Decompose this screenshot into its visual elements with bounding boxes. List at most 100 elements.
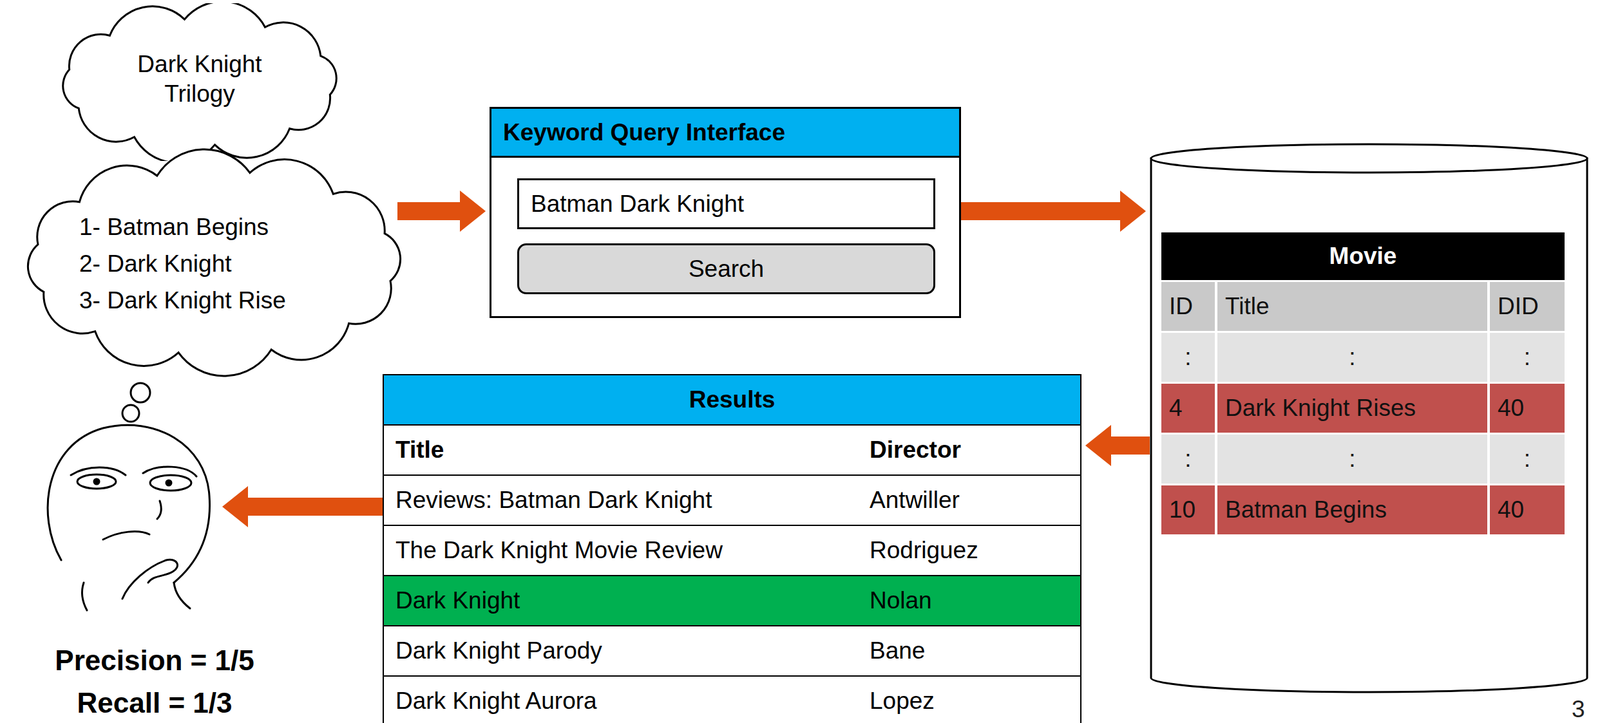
- flow-arrow: [397, 190, 486, 232]
- table-cell: Nolan: [857, 576, 1081, 626]
- flow-arrow: [222, 486, 383, 528]
- table-header: Results: [383, 375, 1081, 425]
- cell-text: 40: [1497, 394, 1524, 422]
- table-row: Reviews: Batman Dark Knight Antwiller: [383, 474, 1081, 525]
- list-item: 3- Dark Knight Rise: [79, 287, 286, 314]
- cell-text: :: [1348, 445, 1356, 473]
- cell-text: Rodriguez: [869, 537, 979, 565]
- thought-cloud: 1- Batman Begins 2- Dark Knight 3- Dark Kn…: [5, 148, 424, 378]
- table-header: Movie: [1161, 232, 1565, 281]
- list-line: 1- Batman Begins: [79, 208, 376, 246]
- table-cell: Dark Knight: [383, 576, 858, 626]
- cell-text: Nolan: [869, 587, 933, 615]
- cell-text: ID: [1169, 293, 1193, 321]
- search-button: Search: [517, 243, 936, 295]
- table-cell: The Dark Knight Movie Review: [383, 526, 858, 576]
- cloud-text: Dark Knight Trilogy: [109, 49, 290, 109]
- table-cell: Lopez: [857, 676, 1081, 723]
- cell-text: Director: [869, 436, 962, 464]
- table-row: Title Director: [383, 424, 1081, 475]
- table-cell: 10: [1161, 485, 1215, 535]
- table-row: The Dark Knight Movie Review Rodriguez: [383, 524, 1081, 576]
- cell-text: :: [1184, 343, 1191, 372]
- panel-title: Keyword Query Interface: [503, 119, 786, 147]
- table-cell: Batman Begins: [1217, 485, 1488, 535]
- table-cell: :: [1489, 333, 1565, 382]
- query-interface: Keyword Query InterfaceBatman Dark Knigh…: [489, 106, 962, 319]
- input-text: Batman Dark Knight: [530, 190, 744, 218]
- table-cell: :: [1217, 333, 1488, 382]
- cell-text: :: [1523, 445, 1531, 473]
- table-cell: Rodriguez: [857, 526, 1081, 576]
- table-cell: Antwiller: [857, 476, 1081, 525]
- cell-text: 40: [1497, 496, 1524, 524]
- cell-text: Title: [1225, 293, 1270, 321]
- cell-text: DID: [1497, 293, 1539, 321]
- list-line: 2- Dark Knight: [79, 245, 376, 283]
- thought-cloud: Dark Knight Trilogy: [45, 3, 355, 162]
- thought-bubble: [130, 383, 151, 403]
- page-number-box: 3: [1571, 696, 1586, 723]
- table-cell: :: [1217, 434, 1488, 484]
- table-cell: Dark Knight Parody: [383, 626, 858, 676]
- flow-arrow: [1085, 425, 1150, 467]
- metrics: Precision = 1/5Recall = 1/3: [12, 639, 297, 723]
- table-cell: 40: [1489, 383, 1565, 433]
- cell-text: :: [1523, 343, 1531, 372]
- cloud-text: 1- Batman Begins 2- Dark Knight 3- Dark Kn…: [79, 208, 376, 319]
- table-row: Dark Knight Aurora Lopez: [383, 675, 1081, 723]
- metric-line: Precision = 1/5: [12, 639, 297, 683]
- list-item: 1- Batman Begins: [79, 213, 269, 241]
- cylinder-body: [1151, 158, 1588, 693]
- cell-text: :: [1184, 445, 1191, 473]
- table-cell: Title: [383, 425, 858, 475]
- thought-bubble: [122, 405, 140, 422]
- cell-text: Reviews: Batman Dark Knight: [395, 486, 712, 515]
- cell-text: Bane: [869, 637, 925, 665]
- table-cell: 40: [1489, 485, 1565, 535]
- cell-text: Lopez: [869, 687, 935, 715]
- results-table: ResultsTitle DirectorReviews: Batman Dark…: [382, 374, 1082, 723]
- cell-text: Dark Knight: [395, 587, 520, 615]
- table-cell: Reviews: Batman Dark Knight: [383, 476, 858, 525]
- table-row: Dark Knight Nolan: [383, 575, 1081, 626]
- list-item: 2- Dark Knight: [79, 250, 232, 277]
- table-cell: :: [1161, 434, 1215, 484]
- cell-text: Batman Begins: [1225, 496, 1387, 524]
- cell-text: Title: [395, 436, 444, 464]
- list-line: 3- Dark Knight Rise: [79, 282, 376, 319]
- table-cell: :: [1161, 333, 1215, 382]
- table-title: Results: [689, 386, 776, 414]
- table-cell: DID: [1489, 282, 1565, 332]
- database: MovieIDTitleDID:::4Dark Knight Rises40::…: [1149, 142, 1589, 694]
- cell-text: Dark Knight Aurora: [395, 687, 598, 715]
- search-input: Batman Dark Knight: [517, 178, 936, 230]
- cloud-label: Dark Knight Trilogy: [137, 50, 262, 107]
- metric-value: Precision = 1/5: [54, 644, 254, 677]
- table-cell: Dark Knight Aurora: [383, 676, 858, 723]
- table-row: Dark Knight Parody Bane: [383, 625, 1081, 676]
- cell-text: Dark Knight Parody: [395, 637, 603, 665]
- button-text: Search: [688, 255, 764, 283]
- user-face: [47, 425, 210, 611]
- page-number: 3: [1571, 696, 1586, 723]
- table-cell: :: [1489, 434, 1565, 484]
- cell-text: Dark Knight Rises: [1225, 394, 1416, 422]
- flow-arrow: [961, 190, 1146, 232]
- table-cell: Dark Knight Rises: [1217, 383, 1488, 433]
- table-title: Movie: [1329, 242, 1398, 270]
- cylinder-top: [1151, 144, 1588, 173]
- cloud-shape: [27, 149, 400, 377]
- cell-text: :: [1348, 343, 1356, 372]
- table-cell: Title: [1217, 282, 1488, 332]
- cloud-shape: [63, 3, 337, 162]
- table-cell: 4: [1161, 383, 1215, 433]
- cell-text: 4: [1169, 394, 1183, 422]
- table-cell: Bane: [857, 626, 1081, 676]
- cell-text: The Dark Knight Movie Review: [395, 537, 723, 565]
- panel-header: Keyword Query Interface: [491, 108, 960, 158]
- metric-line: Recall = 1/3: [12, 682, 297, 723]
- metric-value: Recall = 1/3: [77, 687, 233, 719]
- table-cell: Director: [857, 425, 1081, 475]
